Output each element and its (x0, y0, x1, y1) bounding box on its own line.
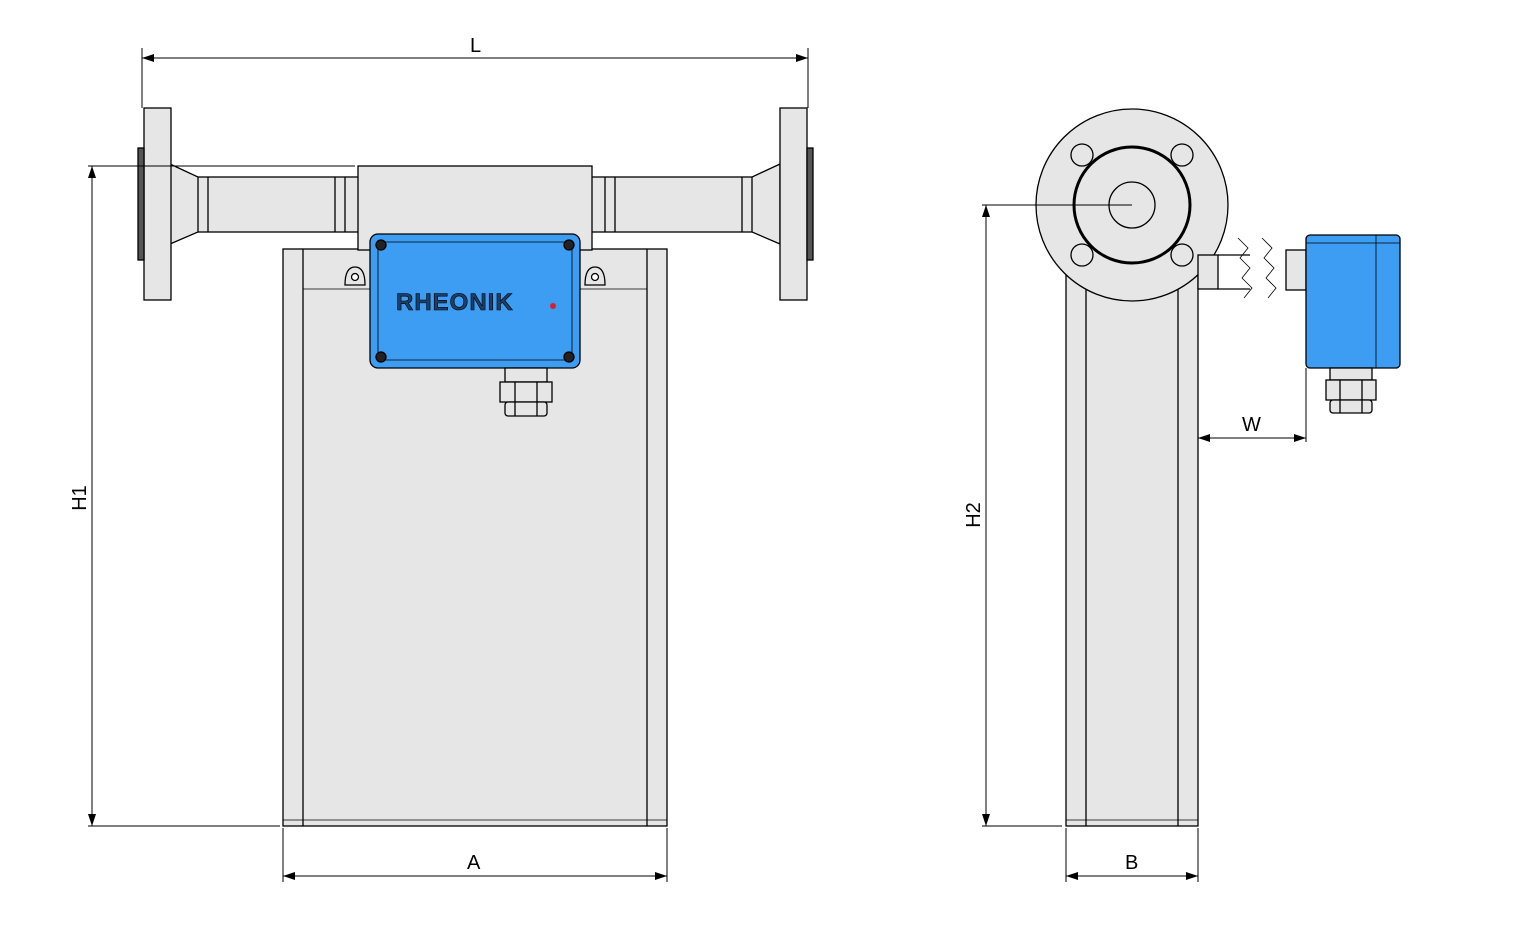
dim-label-W: W (1242, 414, 1261, 436)
dim-label-H2: H2 (963, 502, 985, 528)
side-view (1035, 108, 1401, 827)
sensor-housing-side (1065, 267, 1199, 827)
brand-logo: RHEONIK (396, 289, 514, 316)
cable-gland-icon (499, 367, 553, 417)
dim-label-L: L (470, 35, 481, 57)
front-dimensions (88, 48, 809, 882)
dim-label-B: B (1125, 852, 1138, 874)
transmitter-front (369, 233, 581, 369)
bolt-hole-icon (1070, 143, 1194, 267)
transmitter-side (1305, 234, 1401, 369)
pipe-right (589, 176, 781, 233)
dim-label-H1: H1 (69, 485, 91, 511)
side-dimensions (982, 204, 1307, 882)
pipe-left (169, 176, 361, 233)
dim-label-A: A (467, 852, 481, 874)
flange-right (779, 107, 808, 301)
logo-dot (550, 303, 556, 309)
front-view (137, 107, 814, 827)
screw-icon (375, 239, 575, 363)
cable-gland-icon (1325, 367, 1377, 414)
flange-left (143, 107, 172, 301)
